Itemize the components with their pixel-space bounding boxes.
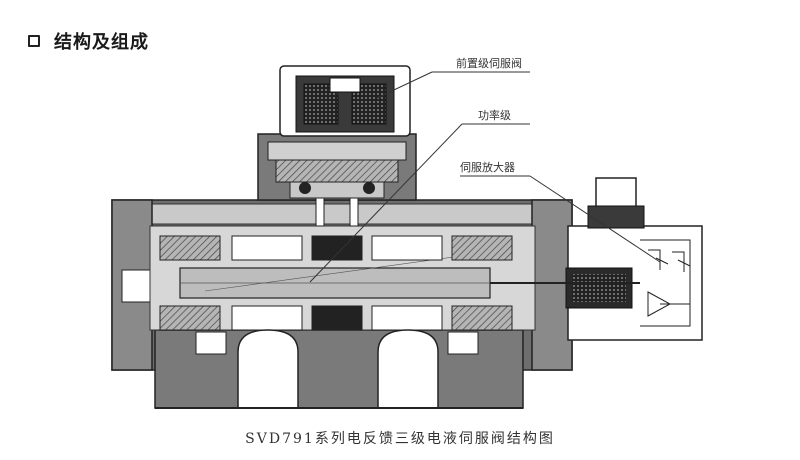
callout-power-stage: 功率级 bbox=[309, 108, 530, 283]
callout-servo-amplifier: 伺服放大器 bbox=[460, 160, 661, 263]
label-power-stage: 功率级 bbox=[478, 108, 511, 122]
diagram-caption: SVD791系列电反馈三级电液伺服阀结构图 bbox=[245, 431, 555, 447]
section-title: 结构及组成 bbox=[54, 32, 149, 53]
label-pilot-valve: 前置级伺服阀 bbox=[456, 56, 522, 70]
section-header: 结构及组成 bbox=[28, 28, 149, 54]
power-stage-body bbox=[111, 199, 573, 409]
callout-pilot-valve: 前置级伺服阀 bbox=[376, 56, 530, 99]
label-servo-amplifier: 伺服放大器 bbox=[460, 160, 515, 174]
checkbox-square-icon bbox=[28, 35, 40, 47]
pilot-servo-valve bbox=[257, 65, 417, 227]
